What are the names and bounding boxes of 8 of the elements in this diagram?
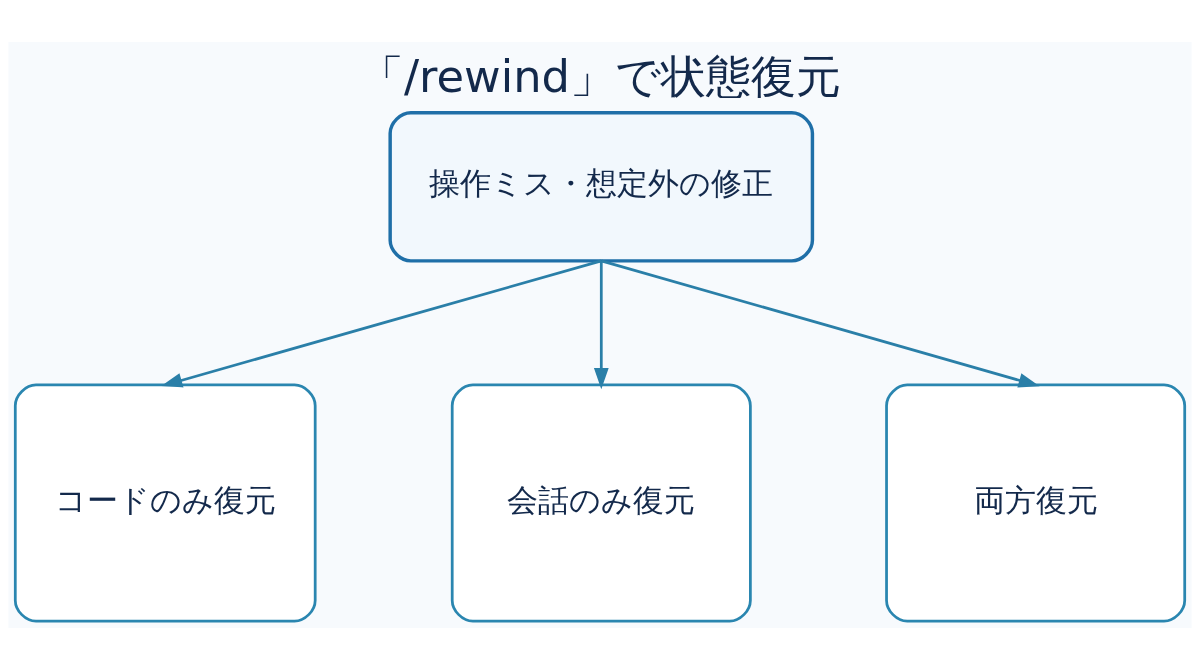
node-box: 両方復元 <box>885 383 1187 622</box>
arrow <box>161 259 602 387</box>
node-box: コードのみ復元 <box>13 383 317 622</box>
node-box: 会話のみ復元 <box>450 383 752 622</box>
arrow <box>593 260 609 389</box>
node-box: 操作ミス・想定外の修正 <box>388 110 815 263</box>
diagram-title: 「/rewind」で状態復元 <box>359 49 841 103</box>
arrow <box>600 259 1040 387</box>
